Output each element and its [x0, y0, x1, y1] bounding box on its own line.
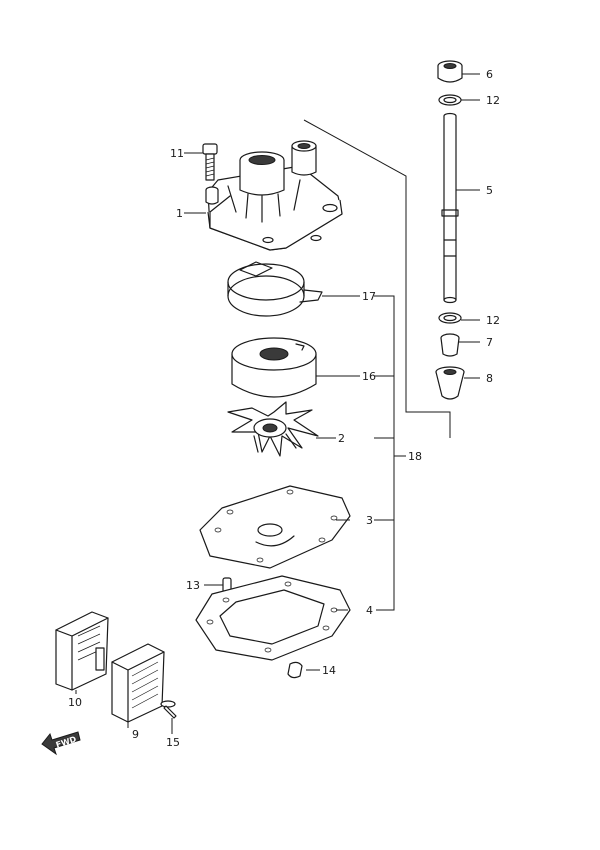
screw — [160, 700, 177, 719]
callout-10: 10 — [68, 696, 82, 709]
wear-plate — [199, 485, 351, 569]
water-tube — [441, 112, 459, 304]
callout-labels: 1 11 6 12 5 12 7 8 17 16 2 18 3 4 13 14 … — [55, 68, 500, 750]
o-ring-top — [438, 94, 462, 106]
callout-12-bottom: 12 — [486, 314, 500, 327]
callout-8: 8 — [486, 372, 493, 385]
gasket — [195, 575, 351, 661]
forward-arrow-icon — [41, 731, 81, 756]
callout-16: 16 — [362, 370, 376, 383]
callout-15: 15 — [166, 736, 180, 749]
callout-1: 1 — [176, 207, 183, 220]
lower-strainer — [111, 643, 165, 723]
tube-guide — [435, 366, 465, 400]
callout-12-top: 12 — [486, 94, 500, 107]
grommet-top — [437, 60, 463, 83]
key — [287, 661, 303, 679]
water-strainer — [55, 611, 109, 691]
impeller-liner — [227, 261, 323, 317]
callout-14: 14 — [322, 664, 336, 677]
callout-18: 18 — [408, 450, 422, 463]
leader-lines — [75, 73, 480, 734]
bolt — [202, 143, 218, 181]
callout-13: 13 — [186, 579, 200, 592]
callout-3: 3 — [366, 514, 373, 527]
seal — [440, 333, 460, 357]
callout-2: 2 — [338, 432, 345, 445]
callout-9: 9 — [132, 728, 139, 741]
callout-11: 11 — [170, 147, 184, 160]
o-ring-bottom — [438, 312, 462, 324]
callout-5: 5 — [486, 184, 493, 197]
callout-7: 7 — [486, 336, 493, 349]
callout-17: 17 — [362, 290, 376, 303]
forward-label: FWD — [55, 735, 78, 750]
pump-case — [205, 140, 343, 251]
callout-6: 6 — [486, 68, 493, 81]
insert-ring — [231, 337, 317, 398]
impeller — [227, 401, 319, 457]
callout-4: 4 — [366, 604, 373, 617]
